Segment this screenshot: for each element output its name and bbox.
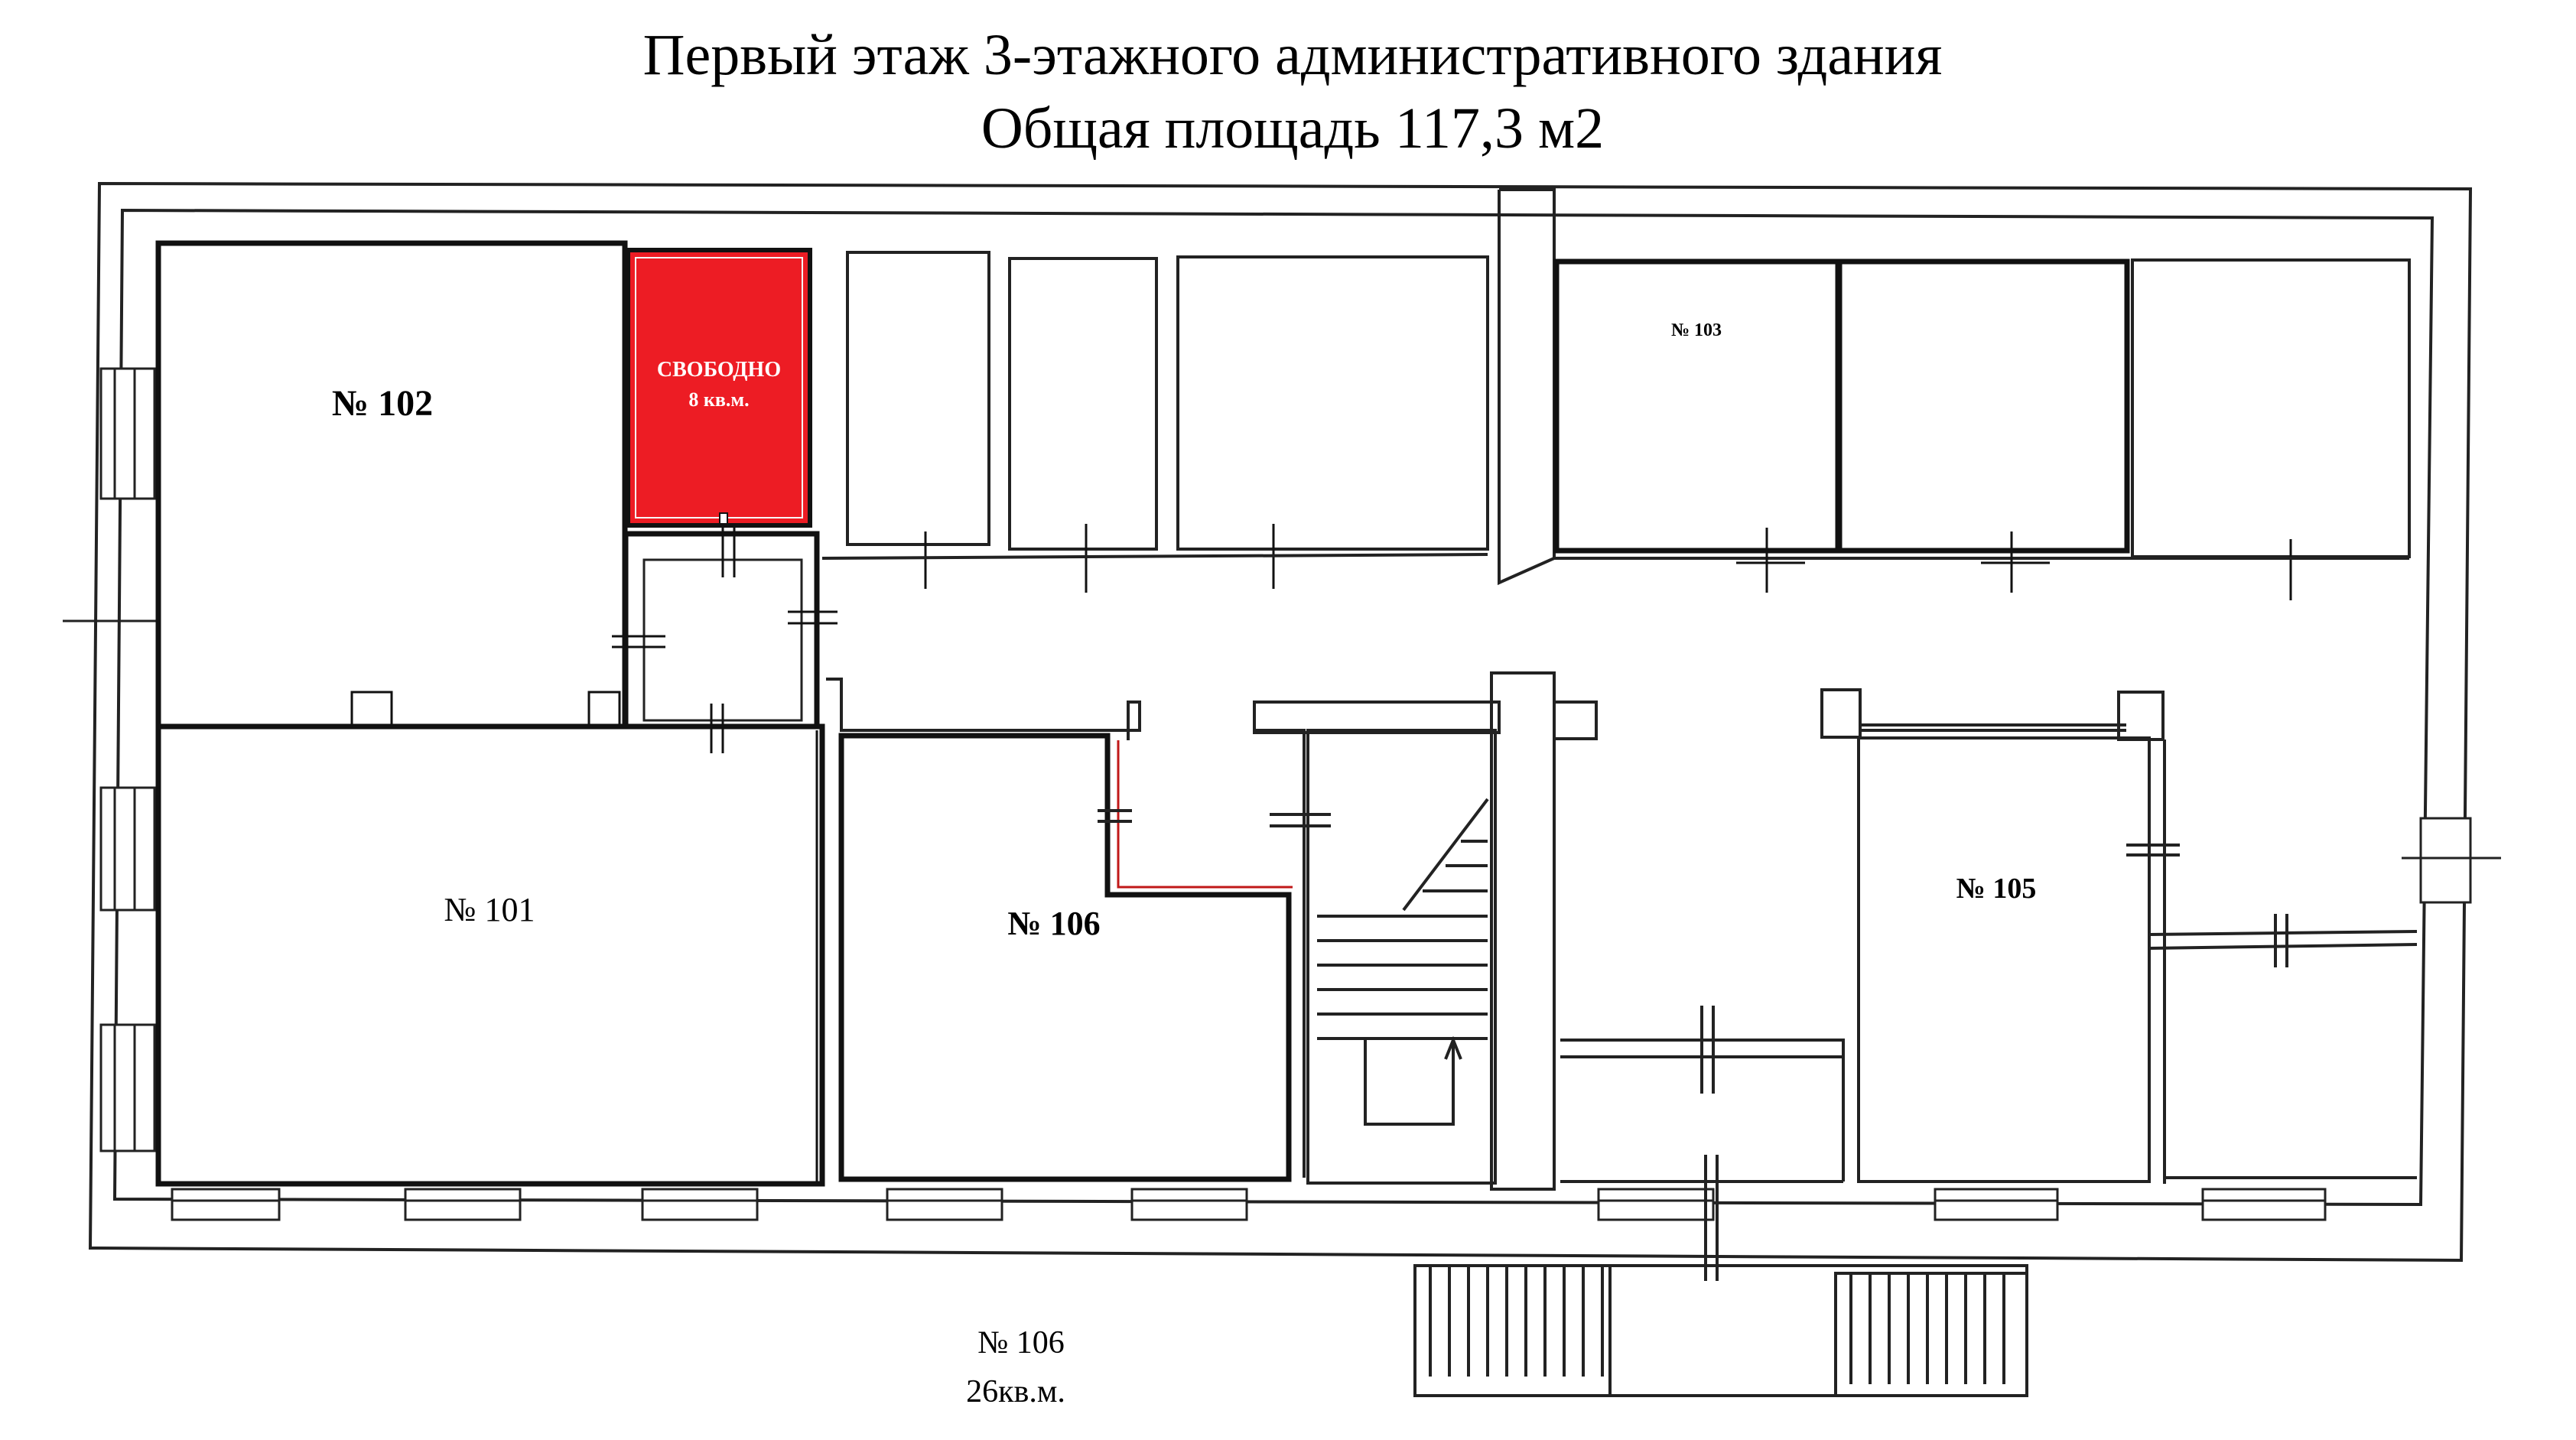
central-column <box>821 188 2409 586</box>
top-cabinets <box>846 251 2411 558</box>
lower-middle-rooms <box>1560 1006 1845 1281</box>
room-105-label: № 105 <box>1956 873 2037 905</box>
footnote-room: № 106 <box>977 1325 1065 1360</box>
door-marks <box>612 520 838 753</box>
room-103-outline <box>1553 258 1841 554</box>
room-102-label: № 102 <box>331 383 434 424</box>
room-102-outline <box>155 240 628 730</box>
room-103-label: № 103 <box>1670 320 1722 340</box>
room-101-label: № 101 <box>444 891 535 928</box>
page-subtitle: Общая площадь 117,3 м2 <box>981 96 1605 161</box>
free-room-status: СВОБОДНО <box>656 358 782 382</box>
room-106-outline <box>838 733 1292 1182</box>
left-windows <box>63 367 158 1152</box>
outer-wall <box>88 181 2473 1263</box>
top-cabinet-doors <box>924 524 2292 600</box>
room-102-door-stubs <box>350 691 621 728</box>
free-room-area: 8 кв.м. <box>688 388 750 411</box>
small-room-outline <box>623 531 820 730</box>
door-marker <box>719 512 728 525</box>
room-103-annex-outline <box>1836 258 2130 554</box>
room-103-doors <box>1736 528 2050 593</box>
free-room[interactable]: СВОБОДНО 8 кв.м. <box>626 248 812 528</box>
free-room-inner-border <box>635 257 803 518</box>
room-106-label: № 106 <box>1007 905 1101 942</box>
room-105 <box>1820 688 2418 1184</box>
page-title: Первый этаж 3-этажного административного… <box>642 23 1943 87</box>
bottom-windows <box>171 1188 2327 1221</box>
room-101-outline <box>155 723 825 1187</box>
footnote-area: 26кв.м. <box>966 1374 1065 1409</box>
right-window <box>2402 817 2501 904</box>
staircase <box>1253 671 1598 1191</box>
entrance-steps <box>1413 1264 2028 1397</box>
